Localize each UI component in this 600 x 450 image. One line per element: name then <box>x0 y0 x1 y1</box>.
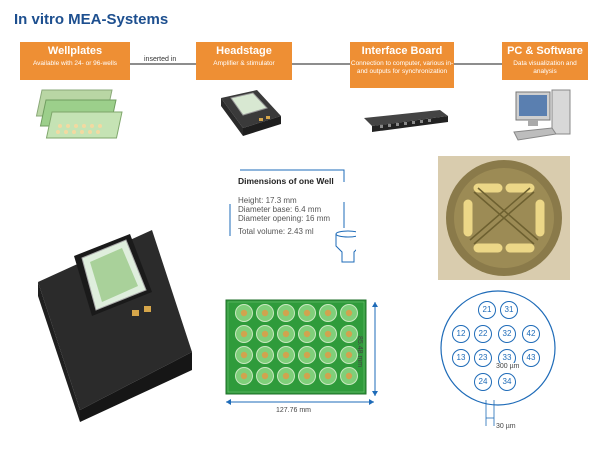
box-subtext: Data visualization and analysis <box>513 60 577 75</box>
well-electrode <box>345 351 353 359</box>
electrode-43: 43 <box>522 349 540 367</box>
box-subtext: Amplifier & stimulator <box>213 60 275 67</box>
plate-width-label: 127.76 mm <box>276 407 312 414</box>
plate-height-arrow <box>372 302 378 396</box>
well-electrode <box>282 330 290 338</box>
well-height: Height: 17.3 mm <box>238 196 297 205</box>
electrode-24: 24 <box>474 373 492 391</box>
box-heading: Headstage <box>216 45 272 57</box>
well-dimensions-title: Dimensions of one Well <box>238 176 334 186</box>
flow-connector-line <box>98 63 550 65</box>
well-electrode <box>345 372 353 380</box>
well-electrode <box>282 372 290 380</box>
electrode-32: 32 <box>498 325 516 343</box>
well-electrode <box>324 309 332 317</box>
well-electrode <box>282 309 290 317</box>
well-diameter-base: Diameter base: 6.4 mm <box>238 205 322 214</box>
well-electrode <box>345 330 353 338</box>
plate-height-label: 85.48 mm <box>356 336 363 368</box>
box-interface-board: Interface Board Connection to computer, … <box>350 42 454 88</box>
well-electrode <box>345 309 353 317</box>
well-total-volume: Total volume: 2.43 ml <box>238 227 314 236</box>
page-title: In vitro MEA-Systems <box>14 11 169 28</box>
well-electrode <box>240 351 248 359</box>
electrode-12: 12 <box>452 325 470 343</box>
headstage-photo <box>38 230 192 422</box>
electrode-23: 23 <box>474 349 492 367</box>
box-subtext: Available with 24- or 96-wells <box>32 60 118 67</box>
electrode-diameter-label: 30 µm <box>496 423 516 430</box>
well-electrode <box>303 330 311 338</box>
electrode-42: 42 <box>522 325 540 343</box>
well-electrode <box>261 372 269 380</box>
electrode-layout-diagram <box>440 290 556 426</box>
well-electrode <box>324 351 332 359</box>
wellplates-image <box>35 89 123 139</box>
plate-width-arrow <box>226 399 374 405</box>
interface-board-image <box>364 110 448 132</box>
well-cup-icon <box>335 230 356 263</box>
box-heading: Interface Board <box>361 45 443 57</box>
well-bracket-and-icon <box>229 169 356 263</box>
well-electrode <box>240 330 248 338</box>
well-electrode <box>282 351 290 359</box>
well-electrode <box>324 330 332 338</box>
box-headstage: Headstage Amplifier & stimulator <box>196 42 292 80</box>
well-electrode <box>303 309 311 317</box>
well-electrode <box>303 351 311 359</box>
electrode-21: 21 <box>478 301 496 319</box>
well-electrode <box>261 330 269 338</box>
pc-image <box>513 89 571 141</box>
well-electrode <box>261 351 269 359</box>
inserted-in-label: inserted in <box>142 56 179 63</box>
electrode-34: 34 <box>498 373 516 391</box>
electrode-31: 31 <box>500 301 518 319</box>
box-heading: PC & Software <box>507 45 583 57</box>
box-heading: Wellplates <box>47 45 103 57</box>
wellplate-photo <box>225 299 367 395</box>
box-wellplates: Wellplates Available with 24- or 96-well… <box>20 42 130 80</box>
box-subtext: Connection to computer, various in- and … <box>350 60 454 75</box>
well-electrode <box>240 309 248 317</box>
well-electrode <box>240 372 248 380</box>
well-electrode <box>261 309 269 317</box>
electrode-22: 22 <box>474 325 492 343</box>
electrode-well-photo <box>438 156 570 280</box>
box-pc-software: PC & Software Data visualization and ana… <box>502 42 588 80</box>
electrode-spacing-label: 300 µm <box>496 363 520 370</box>
electrode-13: 13 <box>452 349 470 367</box>
well-diameter-opening: Diameter opening: 16 mm <box>238 214 331 223</box>
well-electrode <box>324 372 332 380</box>
well-electrode <box>303 372 311 380</box>
headstage-image <box>221 90 281 136</box>
